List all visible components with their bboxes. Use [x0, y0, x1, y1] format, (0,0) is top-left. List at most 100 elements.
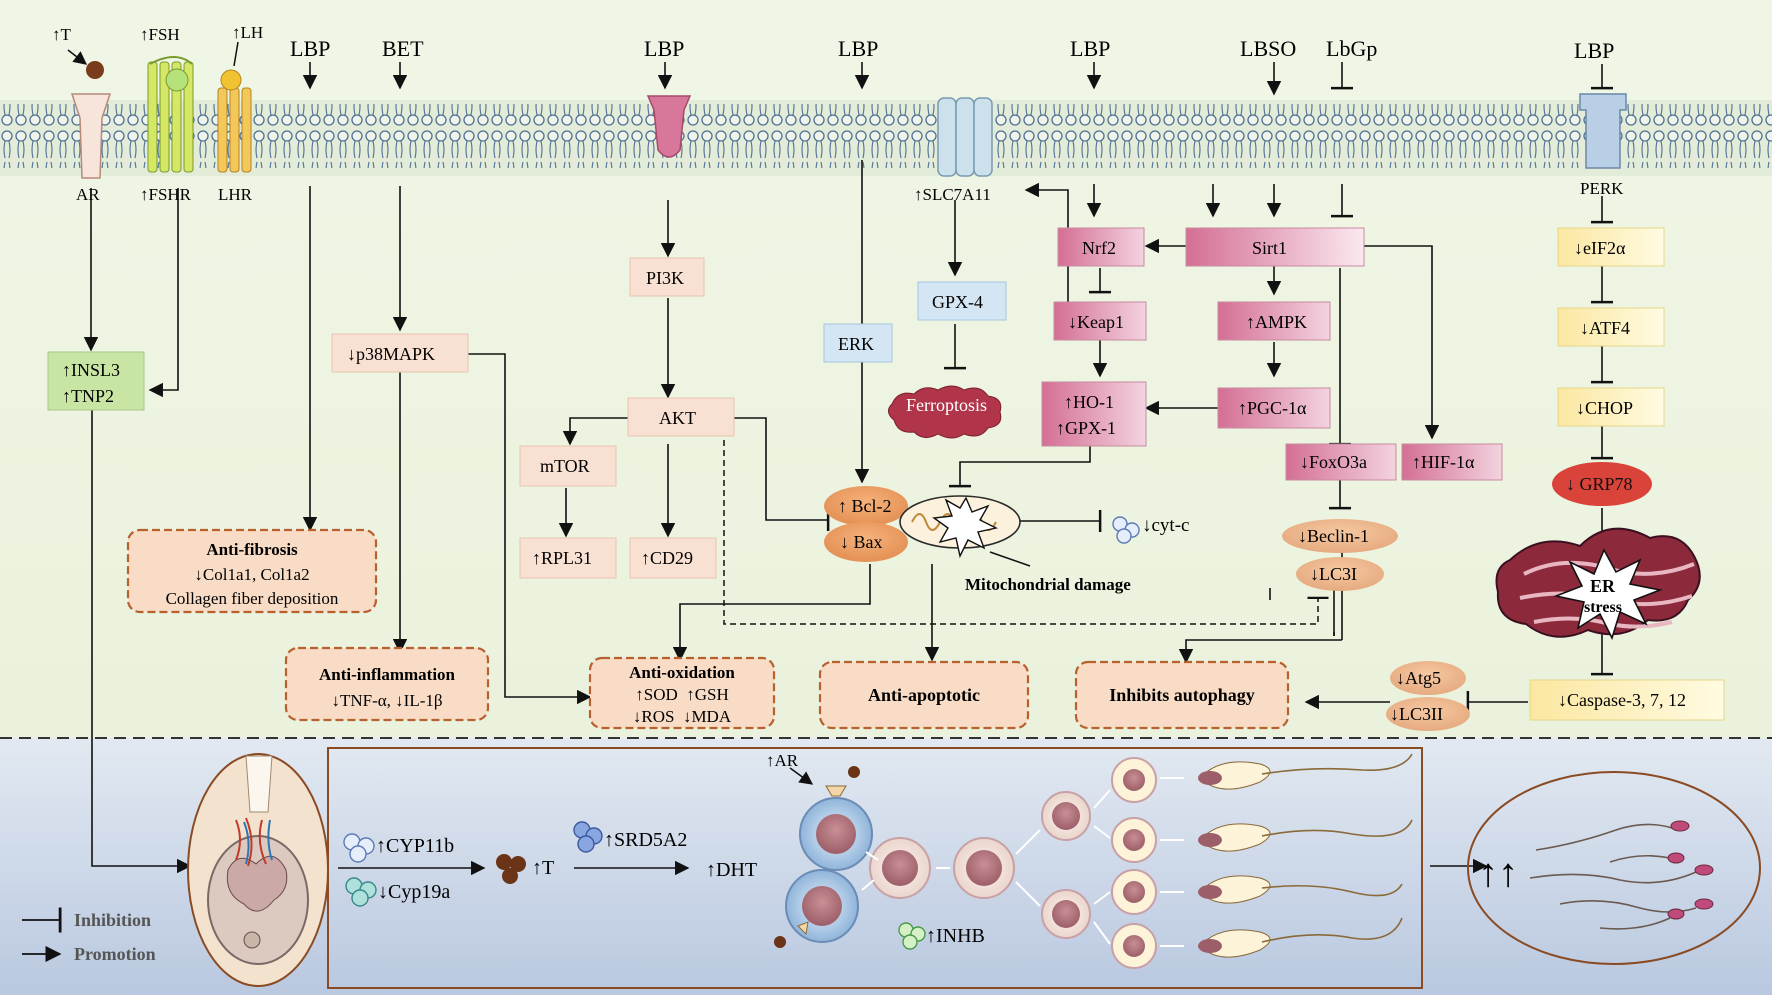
lc3ii-oval: [1386, 697, 1470, 731]
erk-box: [823, 323, 893, 363]
inhibits-autophagy-label: Inhibits autophagy: [1109, 685, 1255, 705]
srd5a2-icon: [573, 821, 603, 853]
slc7a11-label: ↑SLC7A11: [914, 185, 991, 204]
lbp-receptor: [646, 95, 692, 158]
gpx4-label: GPX-4: [932, 292, 983, 312]
tnp2-label: ↑TNP2: [62, 386, 114, 406]
ar-label: AR: [76, 185, 100, 204]
bottom-t-label: ↑T: [532, 857, 554, 879]
nrf2-box: [1057, 227, 1145, 267]
anti-fibrosis-line2: Collagen fiber deposition: [166, 589, 339, 608]
p38mapk-label: ↓p38MAPK: [347, 344, 435, 364]
sertoli-cells: [785, 785, 873, 943]
foxo3a-label: ↓FoxO3a: [1300, 452, 1367, 472]
anti-inflammation-line1: ↓TNF-α, ↓IL-1β: [331, 691, 442, 710]
perk-label: PERK: [1580, 179, 1624, 198]
cell-membrane: [0, 104, 1772, 168]
legend-promotion: Promotion: [74, 944, 156, 964]
bcl2-oval: [824, 486, 908, 526]
lbgp-agent: LbGp: [1326, 36, 1377, 61]
white-arrows: [861, 777, 1184, 947]
legend-inhibition: Inhibition: [74, 910, 151, 930]
anti-oxidation-title: Anti-oxidation: [629, 663, 735, 682]
spermatocytes: [869, 791, 1091, 939]
lc3i-oval: [1296, 557, 1384, 591]
lhr-label: LHR: [218, 185, 253, 204]
increase-arrows: ↑↑: [1478, 850, 1518, 895]
cd29-label: ↑CD29: [641, 548, 693, 568]
atf4-box: [1557, 307, 1665, 347]
mitochondrion: [899, 495, 1021, 559]
ampk-label: ↑AMPK: [1246, 312, 1307, 332]
pgc1a-box: [1217, 387, 1331, 429]
lh-label: ↑LH: [232, 23, 263, 42]
akt-label: AKT: [659, 408, 696, 428]
keap1-box: [1053, 301, 1147, 341]
ampk-box: [1217, 301, 1331, 341]
bax-label: ↓ Bax: [840, 532, 883, 552]
sirt1-box: [1185, 227, 1365, 267]
atg5-oval: [1390, 661, 1466, 695]
atf4-label: ↓ATF4: [1580, 318, 1630, 338]
ferroptosis-label: Ferroptosis: [906, 395, 987, 415]
mtor-box: [519, 445, 617, 487]
developing-sperm: [1198, 753, 1413, 958]
lc3ii-label: ↓LC3II: [1390, 704, 1443, 724]
anti-oxidation-box: [588, 656, 776, 730]
lbp-agent-5: LBP: [1574, 38, 1614, 63]
anti-fibrosis-title: Anti-fibrosis: [206, 540, 298, 559]
cyt-c-icon: [1112, 516, 1140, 544]
lbp-agent-3: LBP: [838, 36, 878, 61]
anti-fibrosis-line1: ↓Col1a1, Col1a2: [194, 565, 309, 584]
pi3k-box: [629, 257, 705, 297]
bet-agent: BET: [382, 36, 424, 61]
fshr-receptor: ↑FSH ↑FSHR: [140, 25, 194, 204]
chop-label: ↓CHOP: [1576, 398, 1633, 418]
ho1-label: ↑HO-1: [1064, 392, 1114, 412]
grp78-label: ↓ GRP78: [1566, 474, 1633, 494]
rpl31-box: [519, 537, 617, 579]
lbp-agent-1: LBP: [290, 36, 330, 61]
gpx1-label: ↑GPX-1: [1056, 418, 1116, 438]
rpl31-label: ↑RPL31: [532, 548, 592, 568]
cyp19a-label: ↓Cyp19a: [378, 881, 450, 903]
hif1a-label: ↑HIF-1α: [1412, 452, 1475, 472]
lbp-agent-4: LBP: [1070, 36, 1110, 61]
nrf2-label: Nrf2: [1082, 238, 1116, 258]
perk-receptor: PERK: [1579, 93, 1627, 198]
testosterone-icon: [496, 854, 526, 884]
cd29-box: [629, 537, 717, 579]
bcl2-label: ↑ Bcl-2: [838, 496, 892, 516]
beclin1-label: ↓Beclin-1: [1298, 526, 1369, 546]
testis-illustration: [187, 753, 329, 987]
fshr-label: ↑FSHR: [140, 185, 192, 204]
keap1-label: ↓Keap1: [1068, 312, 1124, 332]
anti-inflammation-box: [284, 646, 490, 722]
anti-inflammation-title: Anti-inflammation: [319, 665, 456, 684]
gpx4-box: [917, 281, 1007, 321]
p38mapk-box: [331, 333, 469, 373]
insl3-label: ↑INSL3: [62, 360, 120, 380]
mitochondrial-damage-label: Mitochondrial damage: [965, 575, 1131, 594]
foxo3a-box: [1285, 443, 1397, 481]
chop-box: [1557, 387, 1665, 427]
caspase-box: [1529, 679, 1725, 721]
inhb-icon: [898, 922, 926, 950]
lc3i-label: ↓LC3I: [1310, 564, 1357, 584]
erk-label: ERK: [838, 334, 874, 354]
ferroptosis-shape: Ferroptosis: [888, 385, 1002, 439]
spermatogenesis-frame: [327, 747, 1423, 989]
pi3k-label: PI3K: [646, 268, 684, 288]
mito-pointer: [989, 551, 1031, 567]
hif1a-box: [1401, 443, 1503, 481]
anti-oxidation-line2: ↓ROS ↓MDA: [633, 707, 732, 726]
pgc1a-label: ↑PGC-1α: [1238, 398, 1307, 418]
mtor-label: mTOR: [540, 456, 590, 476]
anti-oxidation-line1: ↑SOD ↑GSH: [635, 685, 729, 704]
testosterone-label: ↑T: [52, 25, 72, 44]
er-label: ER: [1590, 576, 1616, 596]
bax-oval: [824, 522, 908, 562]
stress-label: stress: [1584, 599, 1622, 616]
cyt-c-label: ↓cyt-c: [1142, 515, 1189, 536]
atg5-label: ↓Atg5: [1396, 668, 1441, 688]
